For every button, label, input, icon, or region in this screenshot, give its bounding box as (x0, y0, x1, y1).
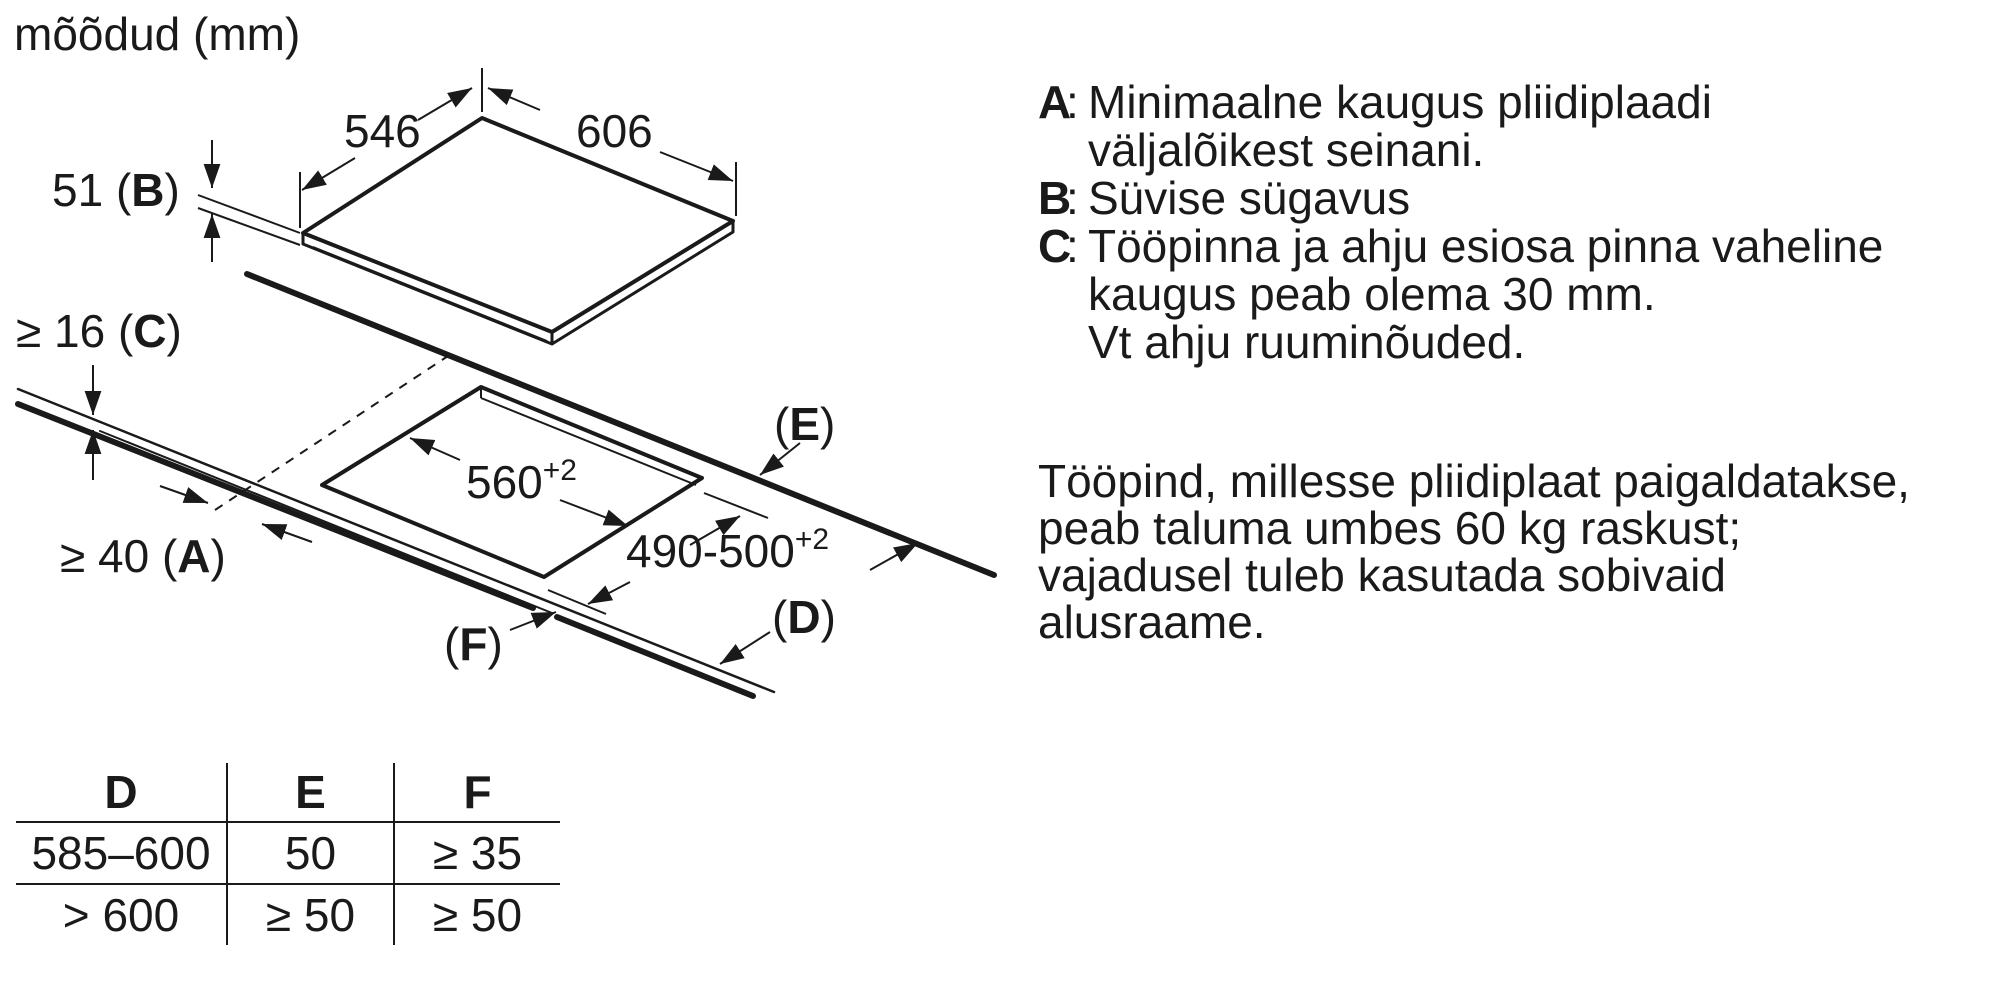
worktop-front-edges (15, 387, 776, 699)
legend-line: Vt ahju ruuminõuded. (1088, 316, 1526, 368)
worktop-front-bottom-line-right (554, 614, 756, 699)
table-cell: 585–600 (16, 822, 227, 885)
hob-width-arrow-a (487, 87, 541, 111)
note-line: peab taluma umbes 60 kg raskust; (1038, 502, 1742, 554)
cutout-depth-arrow-a (689, 515, 741, 546)
label-d-dimension (719, 542, 919, 665)
worktop-gap-label: ≥ 16 (C) (16, 305, 182, 357)
wall-distance-arrow-b (261, 523, 313, 543)
table-row: 585–600 50 ≥ 35 (16, 822, 560, 885)
label-e-arrow (759, 442, 801, 476)
cutout-dimension-lines (409, 437, 769, 615)
table-header-e: E (226, 763, 394, 823)
cutout-ext-line-bottom (547, 589, 607, 615)
cutout-inner-edge (480, 387, 697, 486)
table-header-f: F (393, 763, 560, 823)
note-line: vajadusel tuleb kasutada sobivaid (1038, 549, 1726, 601)
legend: A: Minimaalne kaugus pliidiplaadi väljal… (1038, 78, 1958, 366)
dimensions-table: D E F 585–600 50 ≥ 35 > 600 ≥ 50 ≥ 50 (16, 763, 560, 945)
hob-side-edge (551, 221, 735, 346)
legend-colon: : (1066, 172, 1079, 224)
label-d: (D) (772, 591, 836, 643)
legend-key: C (1038, 220, 1072, 272)
cutout-ext-line-right (703, 492, 769, 519)
legend-text: Minimaalne kaugus pliidiplaadi väljalõik… (1088, 78, 1958, 174)
note-line: Tööpind, millesse pliidiplaat paigaldata… (1038, 455, 1910, 507)
legend-line: Tööpinna ja ahju esiosa pinna vaheline (1088, 220, 1884, 272)
worktop-load-note: Tööpind, millesse pliidiplaat paigaldata… (1038, 458, 1958, 646)
cutout-width-arrow-a (409, 437, 461, 461)
legend-line: kaugus peab olema 30 mm. (1088, 268, 1656, 320)
table-cell: ≥ 50 (226, 884, 394, 945)
hob-depth-arrow-a (417, 87, 473, 121)
table-row: > 600 ≥ 50 ≥ 50 (16, 884, 560, 945)
unit-label: mõõdud (mm) (14, 8, 300, 60)
label-f-arrow (509, 611, 557, 631)
label-d-arrow-a (869, 542, 919, 571)
label-d-arrow-b (719, 631, 771, 665)
note-line: alusraame. (1038, 596, 1266, 648)
hob-inner-line (312, 246, 548, 342)
hob-width-arrow-b (659, 151, 734, 182)
wall-distance-arrow-a (159, 485, 209, 504)
table-cell: 50 (226, 822, 394, 885)
legend-line: Minimaalne kaugus pliidiplaadi (1088, 76, 1712, 128)
cutout-outline (320, 385, 704, 579)
wall-distance-label: ≥ 40 (A) (60, 530, 226, 582)
label-e: (E) (774, 398, 835, 450)
cutout-width-label: 560+2 (466, 454, 577, 508)
hob-illustration (301, 116, 735, 346)
sink-depth-label: 51 (B) (52, 164, 180, 216)
legend-colon: : (1066, 220, 1079, 272)
worktop-back-edge (244, 271, 997, 578)
table-header-row: D E F (16, 763, 560, 823)
legend-line: väljalõikest seinani. (1088, 124, 1485, 176)
table-header-d: D (16, 763, 227, 823)
worktop-front-bottom-line-left (15, 401, 536, 611)
legend-line: Süvise sügavus (1088, 172, 1411, 224)
hob-depth-arrow-b (301, 157, 356, 191)
legend-item-c: C: Tööpinna ja ahju esiosa pinna vahelin… (1038, 222, 1958, 366)
table-cell: > 600 (62, 889, 180, 941)
legend-text: Süvise sügavus (1088, 174, 1958, 222)
table-cell: ≥ 35 (393, 822, 560, 885)
hob-dimension-lines (197, 68, 737, 262)
hob-width-label: 606 (576, 105, 653, 157)
sink-depth-ext-top (197, 194, 301, 234)
legend-item-a: A: Minimaalne kaugus pliidiplaadi väljal… (1038, 78, 1958, 174)
legend-key: B (1038, 172, 1072, 224)
legend-key: A (1038, 76, 1072, 128)
cutout-depth-label: 490-500+2 (626, 523, 829, 577)
cutout-depth-arrow-b (587, 581, 631, 605)
worktop-front-top-line (16, 387, 776, 694)
table-cell: ≥ 50 (393, 884, 560, 945)
legend-item-b: B: Süvise sügavus (1038, 174, 1958, 222)
legend-colon: : (1066, 76, 1079, 128)
legend-text: Tööpinna ja ahju esiosa pinna vaheline k… (1088, 222, 1958, 366)
oven-front-line (99, 430, 553, 614)
wall-distance-dimension (159, 485, 313, 543)
hidden-edge-dashed (214, 355, 449, 511)
cutout-width-arrow-b (559, 499, 629, 527)
cutout-shape (320, 385, 704, 579)
hob-depth-label: 546 (344, 105, 421, 157)
label-f: (F) (444, 618, 503, 670)
